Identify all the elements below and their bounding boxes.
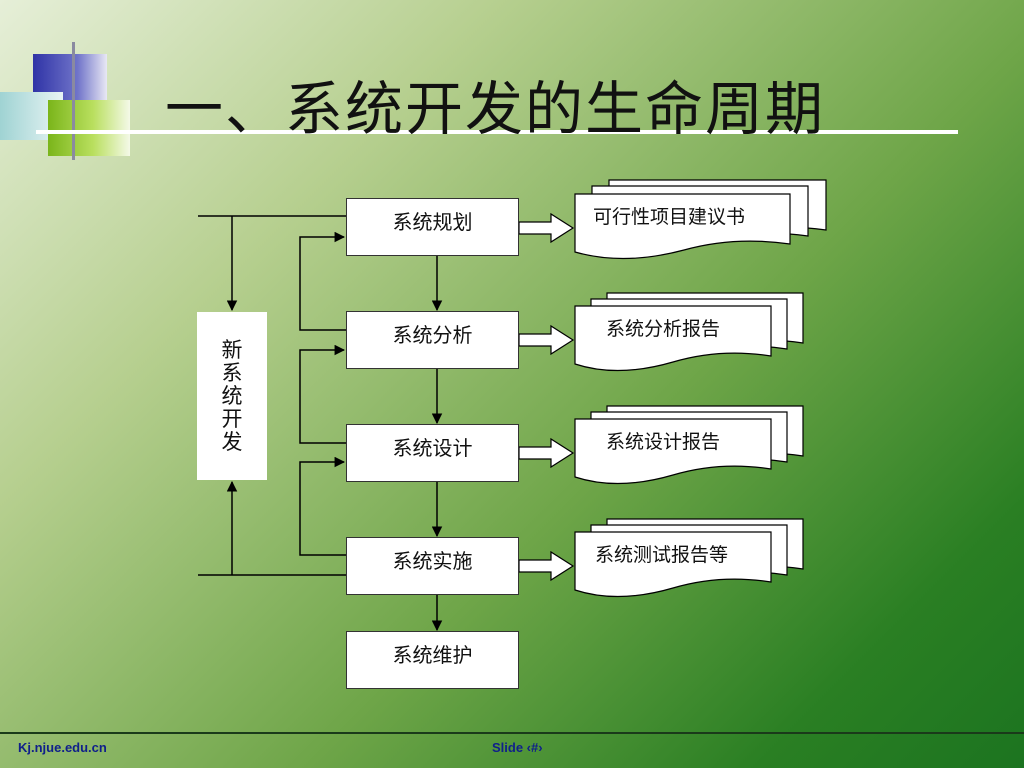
footer-slide-number: Slide ‹#› <box>492 740 543 755</box>
document-test-report: 系统测试报告等 <box>595 544 729 566</box>
stage-implementation-box: 系统实施 <box>346 537 519 595</box>
new-system-development-box: 新系统开发 <box>197 312 267 480</box>
stage-maintenance-box: 系统维护 <box>346 631 519 689</box>
stage-design-label: 系统设计 <box>392 435 473 460</box>
side-label-char: 系 <box>221 360 243 385</box>
title-underline <box>36 130 958 134</box>
stage-planning-box: 系统规划 <box>346 198 519 256</box>
document-analysis-report: 系统分析报告 <box>606 318 721 340</box>
side-label-char: 统 <box>221 383 243 408</box>
side-label-char: 新 <box>221 337 243 362</box>
new-system-development-label: 新系统开发 <box>221 337 243 454</box>
page-title: 一、系统开发的生命周期 <box>165 75 826 143</box>
document-feasibility-proposal: 可行性项目建议书 <box>593 206 746 228</box>
stage-maintenance-label: 系统维护 <box>392 642 473 667</box>
stage-analysis-label: 系统分析 <box>392 322 473 347</box>
document-design-report: 系统设计报告 <box>606 431 721 453</box>
stage-planning-label: 系统规划 <box>392 209 473 234</box>
footer-site: Kj.njue.edu.cn <box>18 740 107 755</box>
decor-vertical-line <box>72 42 75 160</box>
side-label-char: 开 <box>221 406 243 431</box>
stage-implementation-label: 系统实施 <box>392 548 473 573</box>
stage-analysis-box: 系统分析 <box>346 311 519 369</box>
stage-design-box: 系统设计 <box>346 424 519 482</box>
decor-square-green <box>48 100 130 156</box>
side-label-char: 发 <box>221 429 243 454</box>
footer-divider <box>0 732 1024 734</box>
